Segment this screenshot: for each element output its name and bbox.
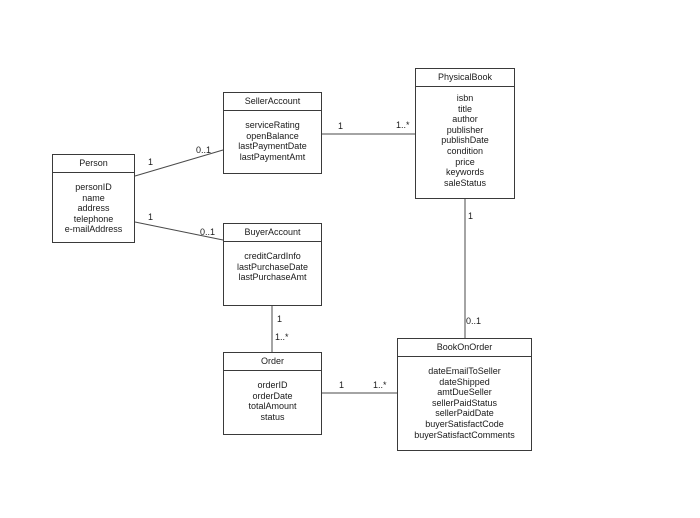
- attribute: lastPurchaseAmt: [238, 272, 307, 283]
- attribute: address: [77, 203, 110, 214]
- class-attributes: creditCardInfo lastPurchaseDate lastPurc…: [224, 242, 321, 283]
- class-name: BuyerAccount: [224, 224, 321, 242]
- class-attributes: isbn title author publisher publishDate …: [416, 87, 514, 188]
- multiplicity-order-bookonorder-order-end: 1: [339, 380, 345, 390]
- attribute: lastPaymentDate: [238, 141, 307, 152]
- class-name: PhysicalBook: [416, 69, 514, 87]
- class-name: SellerAccount: [224, 93, 321, 111]
- attribute: lastPaymentAmt: [239, 151, 306, 162]
- class-buyer-account: BuyerAccount creditCardInfo lastPurchase…: [223, 223, 322, 306]
- multiplicity-buyer-order-order-end: 1..*: [275, 332, 289, 342]
- attribute: serviceRating: [245, 120, 300, 130]
- association-person-seller: [134, 149, 224, 177]
- class-name: BookOnOrder: [398, 339, 531, 357]
- attribute: personID: [75, 182, 112, 192]
- class-book-on-order: BookOnOrder dateEmailToSeller dateShippe…: [397, 338, 532, 451]
- multiplicity-book-bookonorder-book-end: 1: [468, 211, 474, 221]
- attribute: openBalance: [246, 130, 299, 141]
- class-person: Person personID name address telephone e…: [52, 154, 135, 243]
- multiplicity-book-bookonorder-bookonorder-end: 0..1: [466, 316, 482, 326]
- attribute: dateShipped: [439, 376, 490, 387]
- association-person-buyer: [134, 221, 224, 241]
- class-attributes: orderID orderDate totalAmount status: [224, 371, 321, 422]
- multiplicity-person-buyer-person-end: 1: [148, 212, 154, 222]
- attribute: sellerPaidDate: [435, 408, 494, 419]
- multiplicity-buyer-order-buyer-end: 1: [277, 314, 283, 324]
- attribute: saleStatus: [443, 177, 487, 188]
- multiplicity-person-seller-seller-end: 0..1: [196, 145, 212, 155]
- class-seller-account: SellerAccount serviceRating openBalance …: [223, 92, 322, 174]
- attribute: author: [452, 114, 478, 125]
- class-attributes: personID name address telephone e-mailAd…: [53, 173, 134, 235]
- attribute: lastPurchaseDate: [236, 261, 309, 272]
- attribute: keywords: [445, 167, 484, 178]
- class-order: Order orderID orderDate totalAmount stat…: [223, 352, 322, 435]
- class-name: Order: [224, 353, 321, 371]
- attribute: totalAmount: [248, 401, 297, 412]
- attribute: status: [260, 411, 285, 422]
- attribute: orderDate: [252, 390, 293, 401]
- multiplicity-person-buyer-buyer-end: 0..1: [200, 227, 216, 237]
- attribute: buyerSatisfactCode: [425, 418, 504, 429]
- attribute: name: [82, 192, 105, 203]
- attribute: title: [457, 103, 472, 114]
- attribute: publishDate: [441, 135, 489, 146]
- attribute: telephone: [73, 213, 114, 224]
- multiplicity-person-seller-person-end: 1: [148, 157, 154, 167]
- multiplicity-seller-book-seller-end: 1: [338, 121, 344, 131]
- attribute: isbn: [456, 93, 474, 103]
- attribute: dateEmailToSeller: [428, 366, 501, 376]
- attribute: orderID: [257, 380, 288, 390]
- attribute: creditCardInfo: [244, 251, 301, 261]
- attribute: publisher: [446, 124, 484, 135]
- attribute: price: [455, 156, 475, 167]
- class-attributes: dateEmailToSeller dateShipped amtDueSell…: [398, 357, 531, 440]
- multiplicity-order-bookonorder-bookonorder-end: 1..*: [373, 380, 387, 390]
- multiplicity-seller-book-book-end: 1..*: [396, 120, 410, 130]
- attribute: condition: [446, 145, 484, 156]
- attribute: buyerSatisfactComments: [414, 429, 515, 440]
- attribute: amtDueSeller: [437, 387, 492, 398]
- class-physical-book: PhysicalBook isbn title author publisher…: [415, 68, 515, 199]
- attribute: sellerPaidStatus: [431, 397, 498, 408]
- attribute: e-mailAddress: [64, 224, 123, 235]
- class-attributes: serviceRating openBalance lastPaymentDat…: [224, 111, 321, 162]
- class-name: Person: [53, 155, 134, 173]
